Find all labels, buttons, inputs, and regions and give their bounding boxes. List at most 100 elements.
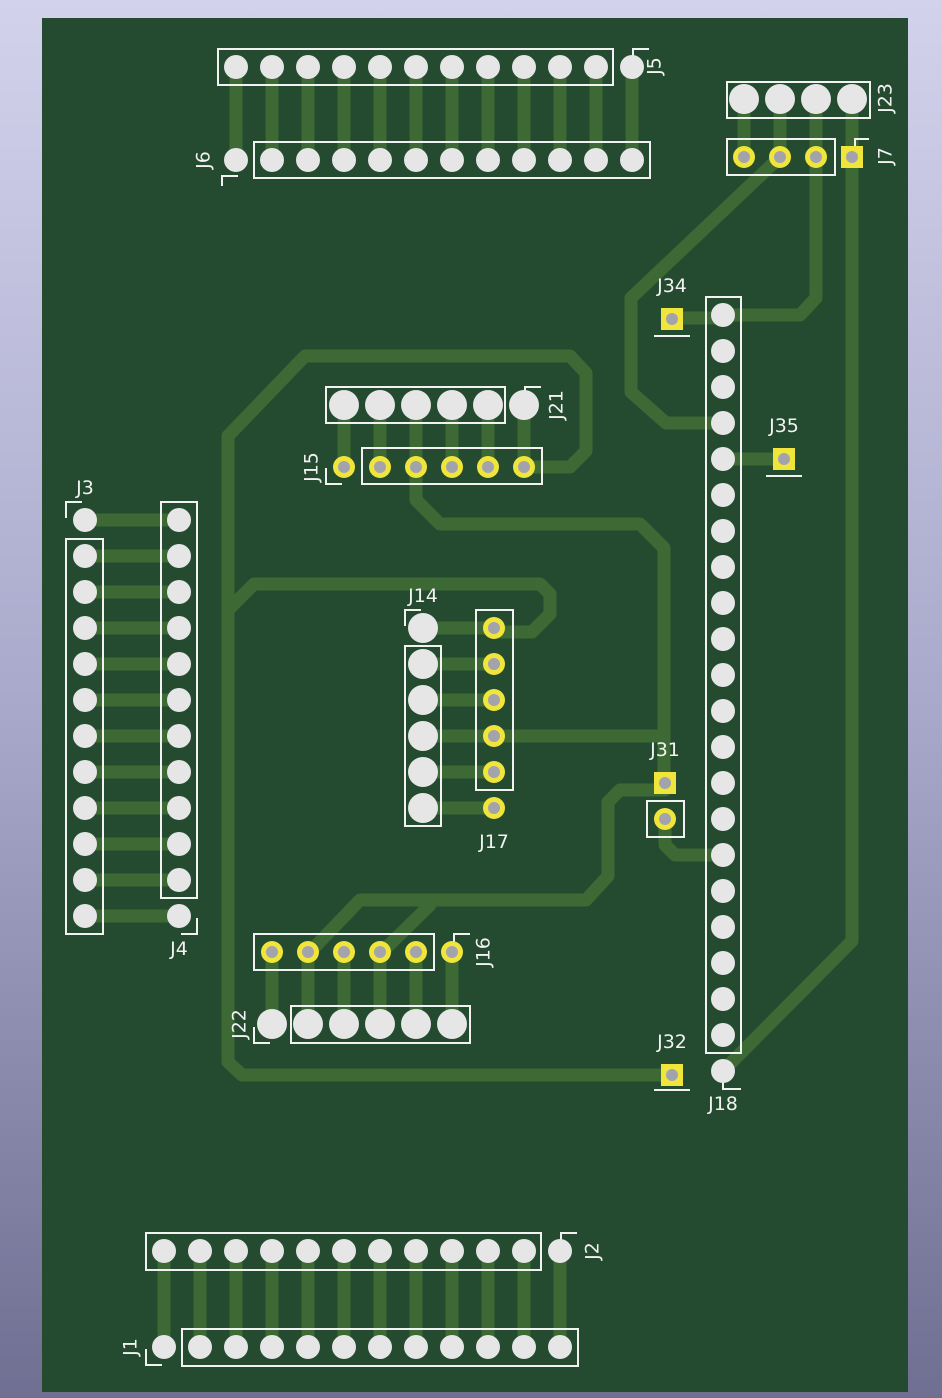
pad-j6 — [404, 148, 428, 172]
pad-j14 — [408, 721, 438, 751]
pad-j4 — [167, 724, 191, 748]
pad-j23 — [801, 84, 831, 114]
pad-j17-drill — [488, 730, 500, 742]
outline-j31 — [646, 800, 685, 838]
label-j18: J18 — [707, 1093, 738, 1115]
pad-j17-drill — [488, 802, 500, 814]
outline-j17 — [475, 609, 514, 791]
pad-j18 — [711, 591, 735, 615]
pad-j18 — [711, 807, 735, 831]
pad-j6 — [224, 148, 248, 172]
pad-j3 — [73, 616, 97, 640]
pad-j3 — [73, 832, 97, 856]
pad-j4 — [167, 904, 191, 928]
label-j17: J17 — [478, 831, 509, 853]
pad-j3 — [73, 508, 97, 532]
pad-j1 — [512, 1335, 536, 1359]
pad-j22 — [437, 1009, 467, 1039]
label-j21: J21 — [546, 390, 568, 421]
pad-j14 — [408, 757, 438, 787]
pad-j1 — [296, 1335, 320, 1359]
trace-j15-j31 — [409, 460, 671, 789]
pad-j6 — [368, 148, 392, 172]
pad-j18 — [711, 303, 735, 327]
pad-j17-drill — [488, 766, 500, 778]
pad-j6 — [332, 148, 356, 172]
pad-j2 — [512, 1239, 536, 1263]
pad-j4 — [167, 868, 191, 892]
pad-j3 — [73, 724, 97, 748]
pad-j16-drill — [446, 946, 458, 958]
pad-j15-drill — [374, 461, 386, 473]
pad-j6 — [260, 148, 284, 172]
pad-j21 — [329, 390, 359, 420]
label-j15: J15 — [301, 452, 323, 483]
pad-j2 — [368, 1239, 392, 1263]
pad-j1 — [224, 1335, 248, 1359]
pad-j21 — [473, 390, 503, 420]
pad-j14 — [408, 685, 438, 715]
trace-j17-left — [221, 577, 557, 639]
pad-j14 — [408, 649, 438, 679]
pad-j16-drill — [410, 946, 422, 958]
pad-j18 — [711, 699, 735, 723]
pad-j23 — [765, 84, 795, 114]
pad-j2 — [404, 1239, 428, 1263]
outline-j22 — [290, 1005, 471, 1044]
pad-j35-drill — [778, 453, 790, 465]
pin1-mark-j3 — [65, 501, 82, 518]
pad-j2 — [296, 1239, 320, 1263]
pad-j1 — [368, 1335, 392, 1359]
pad-j3 — [73, 904, 97, 928]
pad-j6 — [584, 148, 608, 172]
outline-j14 — [404, 645, 442, 827]
pad-j21 — [437, 390, 467, 420]
pad-j18 — [711, 339, 735, 363]
outline-j23 — [726, 81, 871, 119]
pad-j18 — [711, 411, 735, 435]
pad-j14 — [408, 613, 438, 643]
pad-j5 — [368, 55, 392, 79]
pin1-mark-j15 — [325, 468, 342, 485]
outline-j21 — [325, 386, 506, 424]
pad-j2 — [152, 1239, 176, 1263]
pad-j18 — [711, 519, 735, 543]
outline-j16 — [253, 933, 435, 971]
pad-j16-drill — [266, 946, 278, 958]
label-j23: J23 — [875, 83, 897, 114]
pin1-mark-j4 — [181, 918, 198, 935]
pad-j22 — [401, 1009, 431, 1039]
pad-j1 — [548, 1335, 572, 1359]
designator-labels: J5 J6 J23 J7 J34 J35 J21 J15 J3 J14 J31 … — [75, 57, 896, 1357]
pad-j3 — [73, 652, 97, 676]
outline-j15 — [361, 447, 543, 485]
pad-j1 — [476, 1335, 500, 1359]
label-j4: J4 — [169, 938, 188, 960]
pad-j1 — [188, 1335, 212, 1359]
pad-j5 — [404, 55, 428, 79]
pad-j7-drill — [774, 151, 786, 163]
label-j34: J34 — [656, 275, 687, 297]
pad-j18 — [711, 987, 735, 1011]
outline-j3 — [65, 538, 104, 935]
pad-j18 — [711, 879, 735, 903]
outline-j18 — [705, 296, 742, 1054]
pad-j2 — [476, 1239, 500, 1263]
pad-j17-drill — [488, 658, 500, 670]
pad-j5 — [584, 55, 608, 79]
label-j5: J5 — [644, 57, 666, 76]
pad-j14 — [408, 793, 438, 823]
pad-j1 — [404, 1335, 428, 1359]
trace-j16-extra — [375, 898, 437, 959]
pad-j6 — [620, 148, 644, 172]
pad-j3 — [73, 760, 97, 784]
trace-j7-j18 — [624, 150, 787, 430]
connector-pads — [73, 55, 867, 1359]
pad-j5 — [476, 55, 500, 79]
pad-j3 — [73, 868, 97, 892]
pad-j18 — [711, 483, 735, 507]
pad-j1 — [332, 1335, 356, 1359]
pad-j5 — [620, 55, 644, 79]
pad-j2 — [332, 1239, 356, 1263]
pad-j4 — [167, 616, 191, 640]
